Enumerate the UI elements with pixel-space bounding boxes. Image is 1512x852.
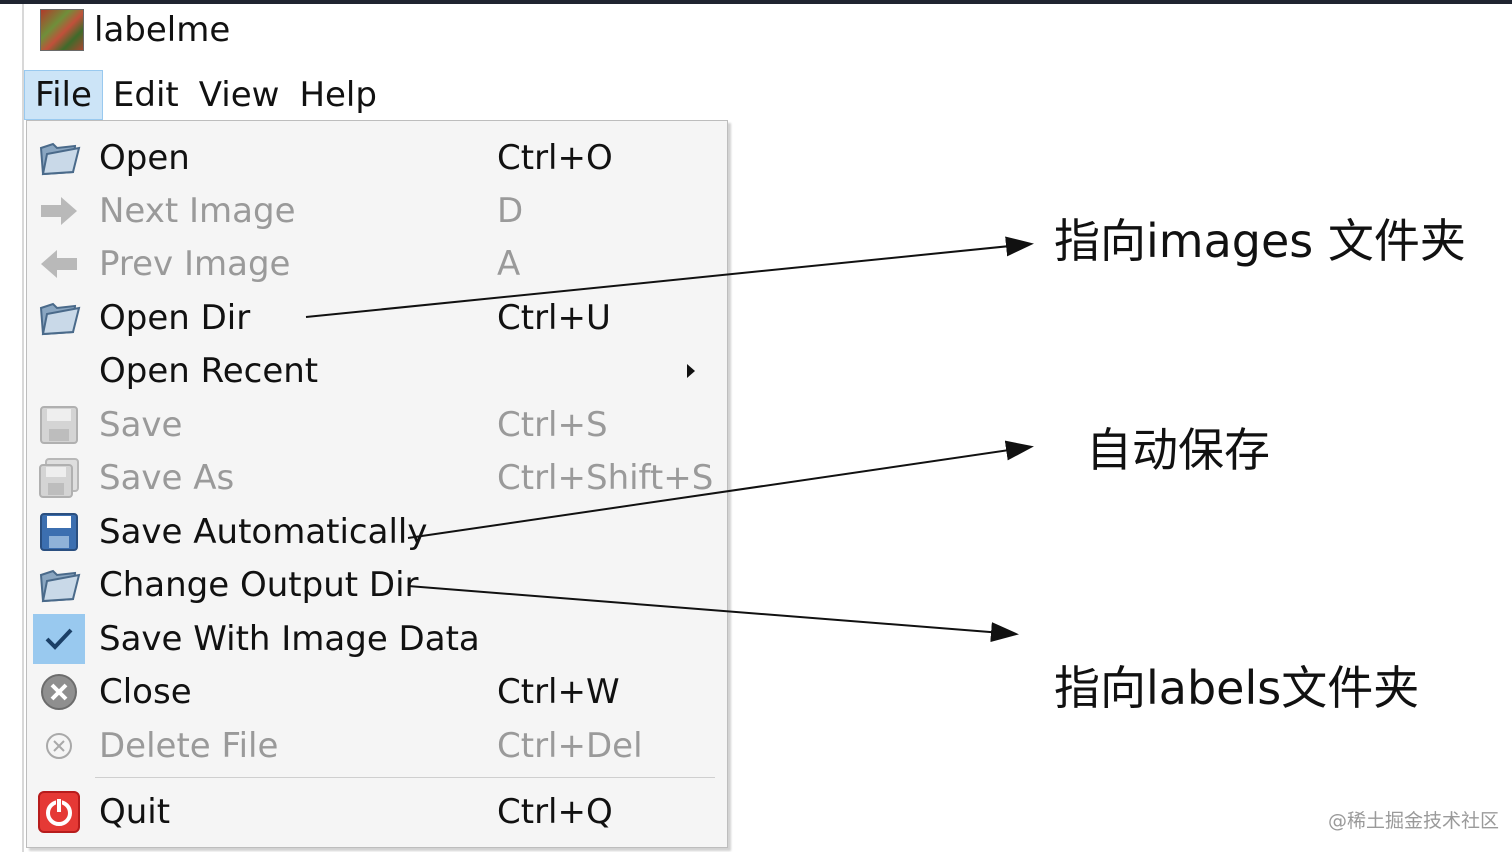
menu-item-save-with-image-data[interactable]: Save With Image Data	[27, 612, 727, 665]
menu-help[interactable]: Help	[299, 75, 377, 115]
checkmark-icon	[33, 613, 85, 664]
folder-open-icon	[37, 563, 81, 607]
menu-item-quit[interactable]: Quit Ctrl+Q	[27, 785, 727, 838]
arrow-right-icon	[37, 189, 81, 233]
menu-item-open[interactable]: Open Ctrl+O	[27, 131, 727, 184]
menu-item-shortcut: D	[497, 190, 524, 231]
menu-item-save-automatically[interactable]: Save Automatically	[27, 505, 727, 558]
save-as-icon	[37, 456, 81, 500]
title-bar: labelme	[40, 8, 230, 52]
watermark: @稀土掘金技术社区	[1328, 810, 1500, 832]
folder-open-icon	[37, 296, 81, 340]
file-menu-dropdown: Open Ctrl+O Next Image D Prev Image A Op…	[26, 120, 728, 848]
menu-item-label: Quit	[99, 791, 171, 832]
menu-item-label: Save	[99, 404, 183, 445]
menu-item-prev-image[interactable]: Prev Image A	[27, 237, 727, 290]
menu-item-open-recent[interactable]: Open Recent	[27, 344, 727, 397]
menu-item-shortcut: Ctrl+Del	[497, 725, 643, 766]
menu-item-label: Delete File	[99, 725, 279, 766]
app-title: labelme	[94, 10, 231, 50]
arrow-left-icon	[37, 242, 81, 286]
menu-edit[interactable]: Edit	[112, 75, 179, 115]
delete-icon	[37, 724, 81, 768]
menu-item-label: Next Image	[99, 190, 296, 231]
screen-top-strip	[0, 0, 1512, 4]
menu-item-label: Close	[99, 671, 192, 712]
annotation-images-folder: 指向images 文件夹	[1054, 214, 1466, 268]
menu-item-shortcut: A	[497, 243, 521, 284]
save-icon	[37, 403, 81, 447]
menu-item-delete-file[interactable]: Delete File Ctrl+Del	[27, 719, 727, 772]
menu-item-shortcut: Ctrl+O	[497, 137, 613, 178]
menu-item-label: Open Recent	[99, 350, 319, 391]
menu-item-shortcut: Ctrl+W	[497, 671, 620, 712]
menu-item-change-output-dir[interactable]: Change Output Dir	[27, 558, 727, 611]
save-icon	[37, 510, 81, 554]
folder-open-icon	[37, 136, 81, 180]
menu-item-shortcut: Ctrl+S	[497, 404, 608, 445]
menu-item-open-dir[interactable]: Open Dir Ctrl+U	[27, 291, 727, 344]
menu-item-shortcut: Ctrl+U	[497, 297, 611, 338]
menu-item-save[interactable]: Save Ctrl+S	[27, 398, 727, 451]
menu-item-save-as[interactable]: Save As Ctrl+Shift+S	[27, 451, 727, 504]
menu-item-label: Save With Image Data	[99, 618, 480, 659]
annotation-labels-folder: 指向labels文件夹	[1054, 661, 1420, 715]
menu-item-label: Open Dir	[99, 297, 251, 338]
menu-item-close[interactable]: Close Ctrl+W	[27, 665, 727, 718]
submenu-arrow-icon	[687, 363, 695, 378]
menu-separator	[95, 777, 715, 778]
menu-item-shortcut: Ctrl+Q	[497, 791, 613, 832]
menu-bar: File Edit View Help	[24, 70, 387, 120]
menu-item-shortcut: Ctrl+Shift+S	[497, 457, 714, 498]
menu-view[interactable]: View	[198, 75, 280, 115]
menu-file[interactable]: File	[24, 70, 103, 120]
close-icon	[37, 670, 81, 714]
annotation-auto-save: 自动保存	[1086, 423, 1270, 477]
window-left-border	[22, 4, 24, 852]
menu-item-label: Save Automatically	[99, 511, 428, 552]
menu-item-next-image[interactable]: Next Image D	[27, 184, 727, 237]
menu-item-label: Prev Image	[99, 243, 291, 284]
labelme-app-icon	[40, 9, 84, 51]
power-icon	[37, 790, 81, 834]
menu-item-label: Open	[99, 137, 190, 178]
menu-item-label: Change Output Dir	[99, 564, 419, 605]
menu-item-label: Save As	[99, 457, 235, 498]
